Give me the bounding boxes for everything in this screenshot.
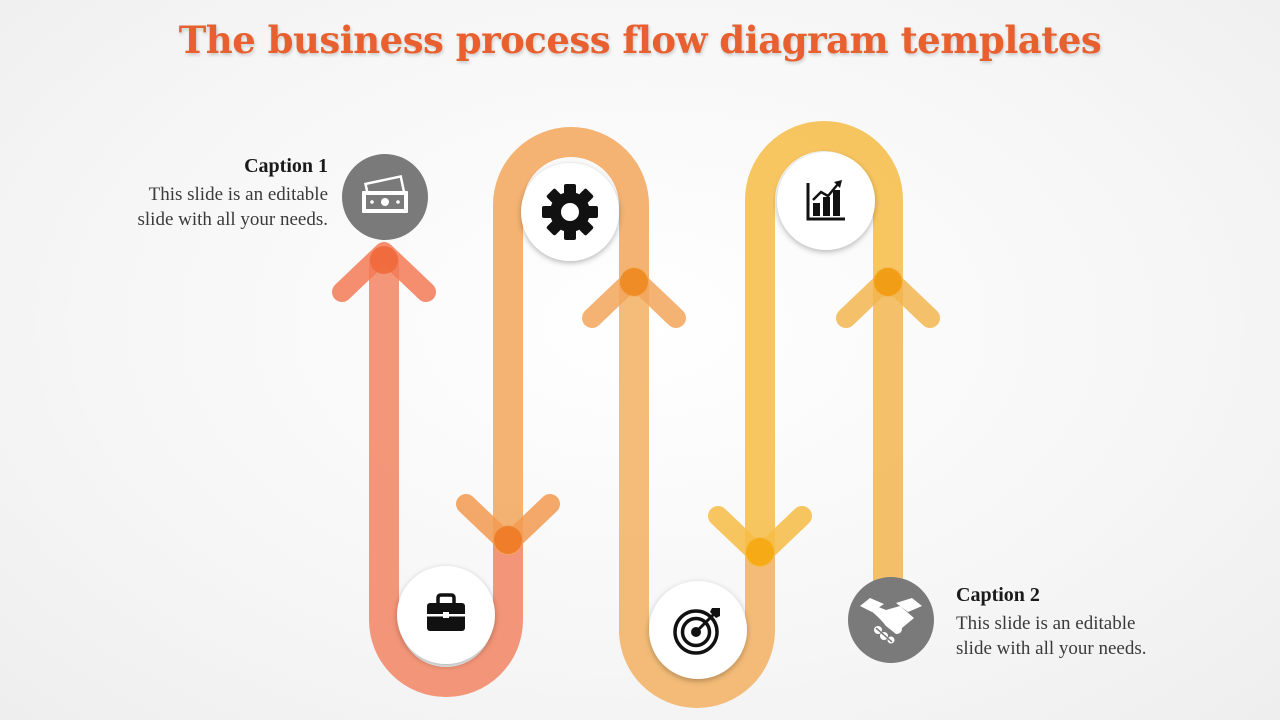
node-money <box>342 154 428 240</box>
handshake-icon <box>860 598 922 644</box>
briefcase-icon <box>427 593 465 631</box>
caption-2-text-line-2: slide with all your needs. <box>956 638 1147 659</box>
node-briefcase <box>397 566 495 664</box>
bar-chart-icon <box>806 180 845 221</box>
flow-path-3 <box>619 267 775 708</box>
node-gear <box>521 163 619 261</box>
node-target <box>649 581 747 679</box>
arrow-down-2 <box>708 506 812 566</box>
money-icon <box>362 174 408 213</box>
flow-path-4 <box>745 121 903 567</box>
node-chart <box>777 152 875 250</box>
arrow-up-2 <box>582 268 686 328</box>
arrow-up-3 <box>836 268 940 328</box>
flow-path-1 <box>369 247 523 697</box>
caption-2-heading: Caption 2 <box>956 584 1040 606</box>
caption-1-text-line-1: This slide is an editable <box>148 184 328 205</box>
caption-2-text-line-1: This slide is an editable <box>956 613 1136 634</box>
node-handshake <box>848 577 934 663</box>
caption-1-heading: Caption 1 <box>244 155 328 177</box>
flow-path-2 <box>493 127 649 555</box>
caption-1: Caption 1 This slide is an editable slid… <box>60 154 329 232</box>
target-icon <box>673 608 720 655</box>
gear-icon <box>542 184 598 240</box>
caption-1-text-line-2: slide with all your needs. <box>137 209 329 230</box>
caption-2: Caption 2 This slide is an editable slid… <box>956 583 1236 661</box>
slide-title: The business process flow diagram templa… <box>178 18 1102 62</box>
arrow-up-1 <box>332 242 436 302</box>
arrow-down-1 <box>456 494 560 554</box>
